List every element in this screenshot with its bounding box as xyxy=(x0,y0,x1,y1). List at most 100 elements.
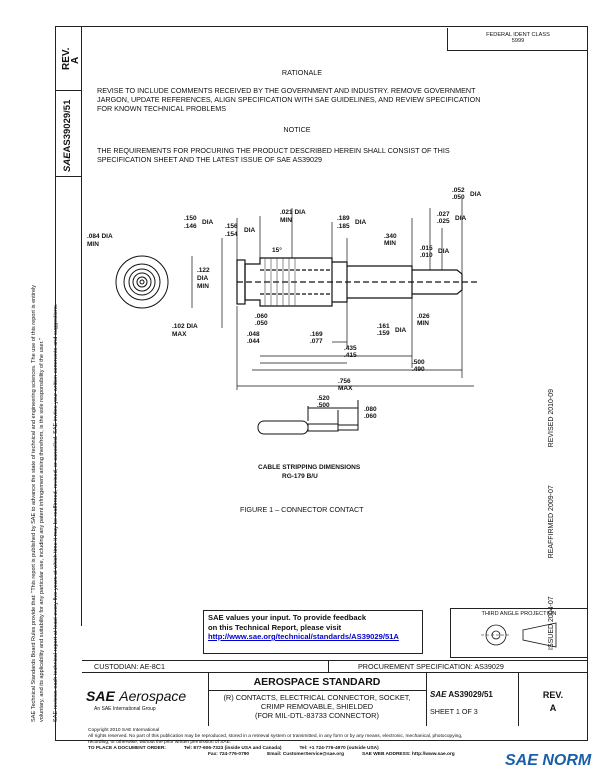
dim-dia-7: DIA xyxy=(395,327,407,334)
feedback-link[interactable]: http://www.sae.org/technical/standards/A… xyxy=(208,632,399,641)
notice-line-2: SPECIFICATION SHEET AND THE LATEST ISSUE… xyxy=(97,155,323,164)
dim-520: .520 xyxy=(317,395,330,402)
dim-415: .415 xyxy=(344,352,357,359)
rev-box: REV. A xyxy=(55,26,81,91)
notice-line-1: THE REQUIREMENTS FOR PROCURING THE PRODU… xyxy=(97,146,450,155)
notice-heading: NOTICE xyxy=(283,125,311,134)
dim-161: .161 xyxy=(377,323,390,330)
logo-aerospace: Aerospace xyxy=(119,688,187,704)
dim-060b: .060 xyxy=(364,413,377,420)
dim-dia-5: DIA xyxy=(455,215,467,222)
dim-010: .010 xyxy=(420,252,433,259)
custodian: CUSTODIAN: AE-8C1 xyxy=(94,662,165,671)
projection-label: THIRD ANGLE PROJECTION xyxy=(481,611,557,617)
procurement: PROCUREMENT SPECIFICATION: AS39029 xyxy=(358,662,504,671)
connector-contact-drawing: .084 DIA MIN .150 .146 DIA .156 .154 DIA… xyxy=(87,187,482,435)
logo-sae: SAE xyxy=(86,688,115,704)
doc-number: AS39029/51 xyxy=(62,99,73,153)
dim-102: .102 DIA xyxy=(172,323,198,330)
stamp-line-2: 5999 xyxy=(511,38,525,44)
sae-aerospace-logo: SAE Aerospace An SAE International Group xyxy=(86,688,186,712)
footer-order-row: TO PLACE A DOCUMENT ORDER: Tel: 877-606-… xyxy=(88,746,588,752)
rationale-heading: RATIONALE xyxy=(281,68,323,77)
dim-077: .077 xyxy=(310,338,323,345)
dim-185: .185 xyxy=(337,223,350,230)
dim-340-min: MIN xyxy=(384,240,396,247)
dim-084: .084 DIA xyxy=(87,233,113,240)
doc-number-box: SAEAS39029/51 xyxy=(55,90,81,177)
margin-note-1: SAE Technical Standards Board Rules prov… xyxy=(31,284,37,722)
title-rev-value: A xyxy=(549,703,557,713)
dim-048: .048 xyxy=(247,331,260,338)
dim-435: .435 xyxy=(344,345,357,352)
dim-dia-1: DIA xyxy=(202,219,214,226)
footer-contact-row: Fax: 724-776-0790 Email: CustomerService… xyxy=(88,752,588,758)
title-rev-label: REV. xyxy=(542,690,564,700)
document-frame xyxy=(55,26,588,741)
rationale-line-3: FOR KNOWN TECHNICAL PROBLEMS xyxy=(97,104,226,113)
dim-102-max: MAX xyxy=(172,331,187,338)
dim-756-max: MAX xyxy=(338,385,353,392)
reaffirmed-date: REAFFIRMED 2009-07 xyxy=(548,485,555,559)
cable-caption-2: RG-179 B/U xyxy=(282,473,318,480)
feedback-line-1: SAE values your input. To provide feedba… xyxy=(208,613,367,622)
title-block-doc-no: SAE AS39029/51 xyxy=(430,690,493,699)
dim-dia-2: DIA xyxy=(244,227,256,234)
dim-159: .159 xyxy=(377,330,390,337)
dim-169: .169 xyxy=(310,331,323,338)
dim-026-min: MIN xyxy=(417,320,429,327)
dim-052: .052 xyxy=(452,187,465,194)
left-title-column xyxy=(55,26,82,626)
dim-dia-4: DIA xyxy=(470,191,482,198)
feedback-box: SAE values your input. To provide feedba… xyxy=(203,610,423,654)
federal-ident-stamp: FEDERAL IDENT CLASS 5999 xyxy=(447,28,588,51)
footer-order-label: TO PLACE A DOCUMENT ORDER: xyxy=(88,746,166,751)
dim-021-min: MIN xyxy=(280,217,292,224)
dim-015: .015 xyxy=(420,245,433,252)
dim-044: .044 xyxy=(247,338,260,345)
footer-rights-2: recording, or otherwise, without the pri… xyxy=(88,740,232,745)
dim-500: .500 xyxy=(412,359,425,366)
left-margin-notes: SAE Technical Standards Board Rules prov… xyxy=(30,285,60,722)
dim-025: .025 xyxy=(437,218,450,225)
third-angle-projection-box: THIRD ANGLE PROJECTION xyxy=(450,608,588,658)
dim-156: .156 xyxy=(225,223,238,230)
footer-text: Copyright 2010 SAE International All rig… xyxy=(88,728,588,758)
dim-021: .021 DIA xyxy=(280,209,306,216)
footer-web[interactable]: SAE WEB ADDRESS: http://www.sae.org xyxy=(362,752,455,757)
title-block-top-line xyxy=(82,660,588,661)
dim-027: .027 xyxy=(437,211,450,218)
rev-divider xyxy=(518,672,519,726)
dim-dia-6: DIA xyxy=(438,248,450,255)
description-line-2: CRIMP REMOVABLE, SHIELDED xyxy=(260,702,374,711)
dim-080: .080 xyxy=(364,406,377,413)
dim-050b: .050 xyxy=(255,320,268,327)
standard-title-underline xyxy=(208,690,426,691)
logo-subtitle: An SAE International Group xyxy=(94,706,156,712)
rationale-line-2: JARGON, UPDATE REFERENCES, ALIGN SPECIFI… xyxy=(97,95,481,104)
dimension-lines xyxy=(191,198,474,390)
figure-caption: FIGURE 1 – CONNECTOR CONTACT xyxy=(240,505,364,514)
description-line-3: (FOR MIL-DTL-83733 CONNECTOR) xyxy=(255,711,379,720)
dim-340: .340 xyxy=(384,233,397,240)
rationale-text: REVISE TO INCLUDE COMMENTS RECEIVED BY T… xyxy=(97,86,537,113)
margin-note-3: SAE reviews each technical report at lea… xyxy=(53,303,59,722)
rationale-line-1: REVISE TO INCLUDE COMMENTS RECEIVED BY T… xyxy=(97,86,476,95)
logo-divider xyxy=(208,672,209,726)
dim-122-dia: DIA xyxy=(197,275,209,282)
dim-756: .756 xyxy=(338,378,351,385)
dim-050: .050 xyxy=(452,194,465,201)
desc-divider xyxy=(426,672,427,726)
contact-body xyxy=(236,257,477,307)
dim-122: .122 xyxy=(197,267,210,274)
footer-fax: Fax: 724-776-0790 xyxy=(208,752,250,757)
footer-copyright: Copyright 2010 SAE International xyxy=(88,728,160,733)
sae-prefix: SAE xyxy=(62,152,73,172)
dim-122-min: MIN xyxy=(197,283,209,290)
projection-symbol xyxy=(481,622,557,648)
dim-189: .189 xyxy=(337,215,350,222)
dim-084-min: MIN xyxy=(87,241,99,248)
end-view xyxy=(115,255,169,309)
dim-150: .150 xyxy=(184,215,197,222)
dim-060: .060 xyxy=(255,313,268,320)
